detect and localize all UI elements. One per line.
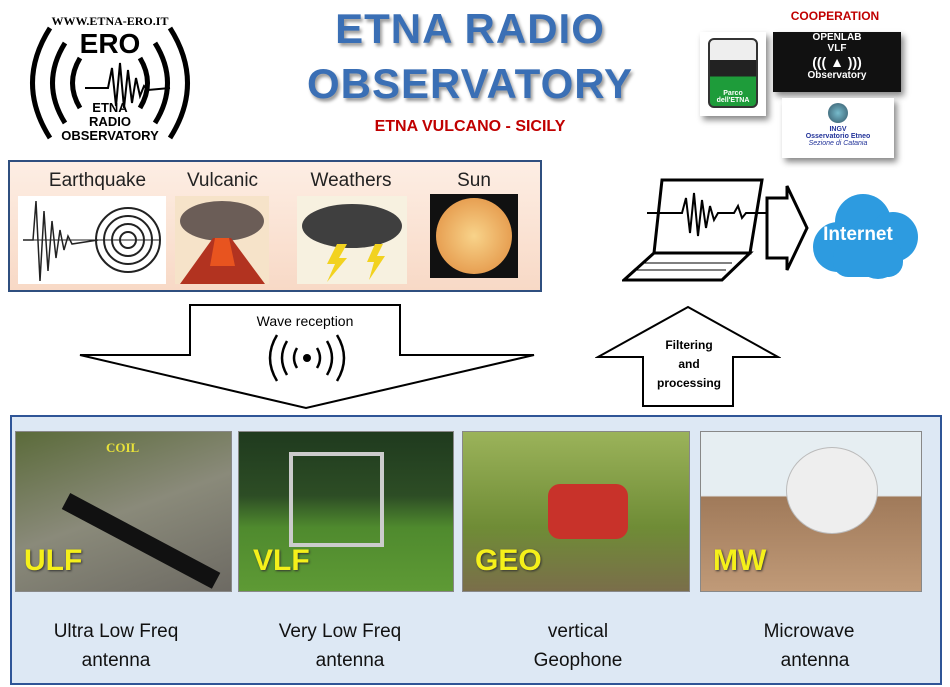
processing-text: Filtering [665, 338, 713, 352]
microwave-antenna-photo: MW [700, 431, 922, 592]
parco-etna-logo: Parco dell'ETNA [700, 32, 766, 116]
sensor-line: Ultra Low Freq [53, 621, 179, 642]
ero-logo: WWW.ETNA-ERO.IT ERO ETNA RADIO OBSERVATO… [20, 8, 200, 148]
parco-label: Parco dell'ETNA [708, 38, 758, 108]
sensor-line: antenna [315, 650, 385, 671]
radio-waves-icon [30, 26, 190, 140]
sensor-line: Very Low Freq [278, 621, 402, 642]
internet-cloud: Internet [808, 192, 920, 282]
source-label: Earthquake [48, 170, 147, 191]
sensor-tag: MW [713, 544, 767, 577]
geophone [548, 484, 628, 539]
geophone-photo: GEO [462, 431, 690, 592]
sensor-line: antenna [81, 650, 151, 671]
storm-icon [297, 196, 407, 284]
wireless-signal-icon [268, 334, 346, 382]
volcano-icon [175, 196, 269, 284]
title-line-2: OBSERVATORY [306, 60, 634, 107]
processing-label: Filtering and processing [645, 336, 733, 393]
internet-label: Internet [823, 224, 893, 245]
openlab-text: OPENLAB [812, 32, 862, 43]
openlab-vlf-logo: OPENLAB VLF ((( ▲ ))) Observatory [773, 32, 901, 92]
logo-line: RADIO [89, 114, 131, 129]
processing-text: and [678, 357, 700, 371]
laptop-icon [622, 178, 809, 282]
ingv-logo: INGV Osservatorio Etneo Sezione di Catan… [782, 98, 894, 158]
logo-url: WWW.ETNA-ERO.IT [51, 14, 169, 28]
antenna-icon: ((( ▲ ))) [812, 54, 862, 70]
openlab-text: VLF [827, 43, 847, 54]
cooperation-label: COOPERATION [790, 9, 880, 23]
sensor-line: Geophone [533, 650, 623, 671]
globe-icon [828, 103, 848, 123]
loop-antenna [289, 452, 384, 547]
ingv-text: INGV [829, 126, 847, 133]
title-line-1: ETNA RADIO [335, 5, 605, 52]
dish [786, 447, 878, 534]
source-label: Vulcanic [186, 170, 259, 191]
source-label: Sun [457, 170, 491, 191]
ulf-antenna-photo: COIL ULF [15, 431, 232, 592]
sensor-line: Microwave [763, 621, 855, 642]
logo-acronym: ERO [79, 28, 141, 59]
ingv-text: Osservatorio Etneo [805, 133, 871, 140]
openlab-text: Observatory [807, 70, 867, 81]
sensor-label: Microwave antenna [699, 617, 919, 675]
sensor-tag: GEO [475, 544, 542, 577]
logo-line: OBSERVATORY [61, 128, 159, 143]
sensor-tag: VLF [253, 544, 310, 577]
sensor-tag: ULF [24, 544, 83, 577]
up-arrow [595, 305, 781, 407]
source-label: Weathers [310, 170, 392, 191]
processing-text: processing [656, 376, 722, 390]
wave-reception-label: Wave reception [256, 313, 354, 329]
logo-line: ETNA [92, 100, 128, 115]
sensor-label: Very Low Freq antenna [230, 617, 450, 675]
vlf-antenna-photo: VLF [238, 431, 454, 592]
coil-antenna [61, 493, 221, 589]
sun-image [430, 194, 518, 278]
sensor-line: antenna [780, 650, 850, 671]
earthquake-icon [18, 196, 166, 284]
sensor-label: Ultra Low Freq antenna [6, 617, 226, 675]
ingv-text: Sezione di Catania [808, 140, 868, 147]
coil-label: COIL [106, 440, 140, 455]
sensor-line: vertical [547, 621, 609, 642]
cloud-icon [813, 194, 918, 279]
subtitle: ETNA VULCANO - SICILY [374, 118, 566, 135]
